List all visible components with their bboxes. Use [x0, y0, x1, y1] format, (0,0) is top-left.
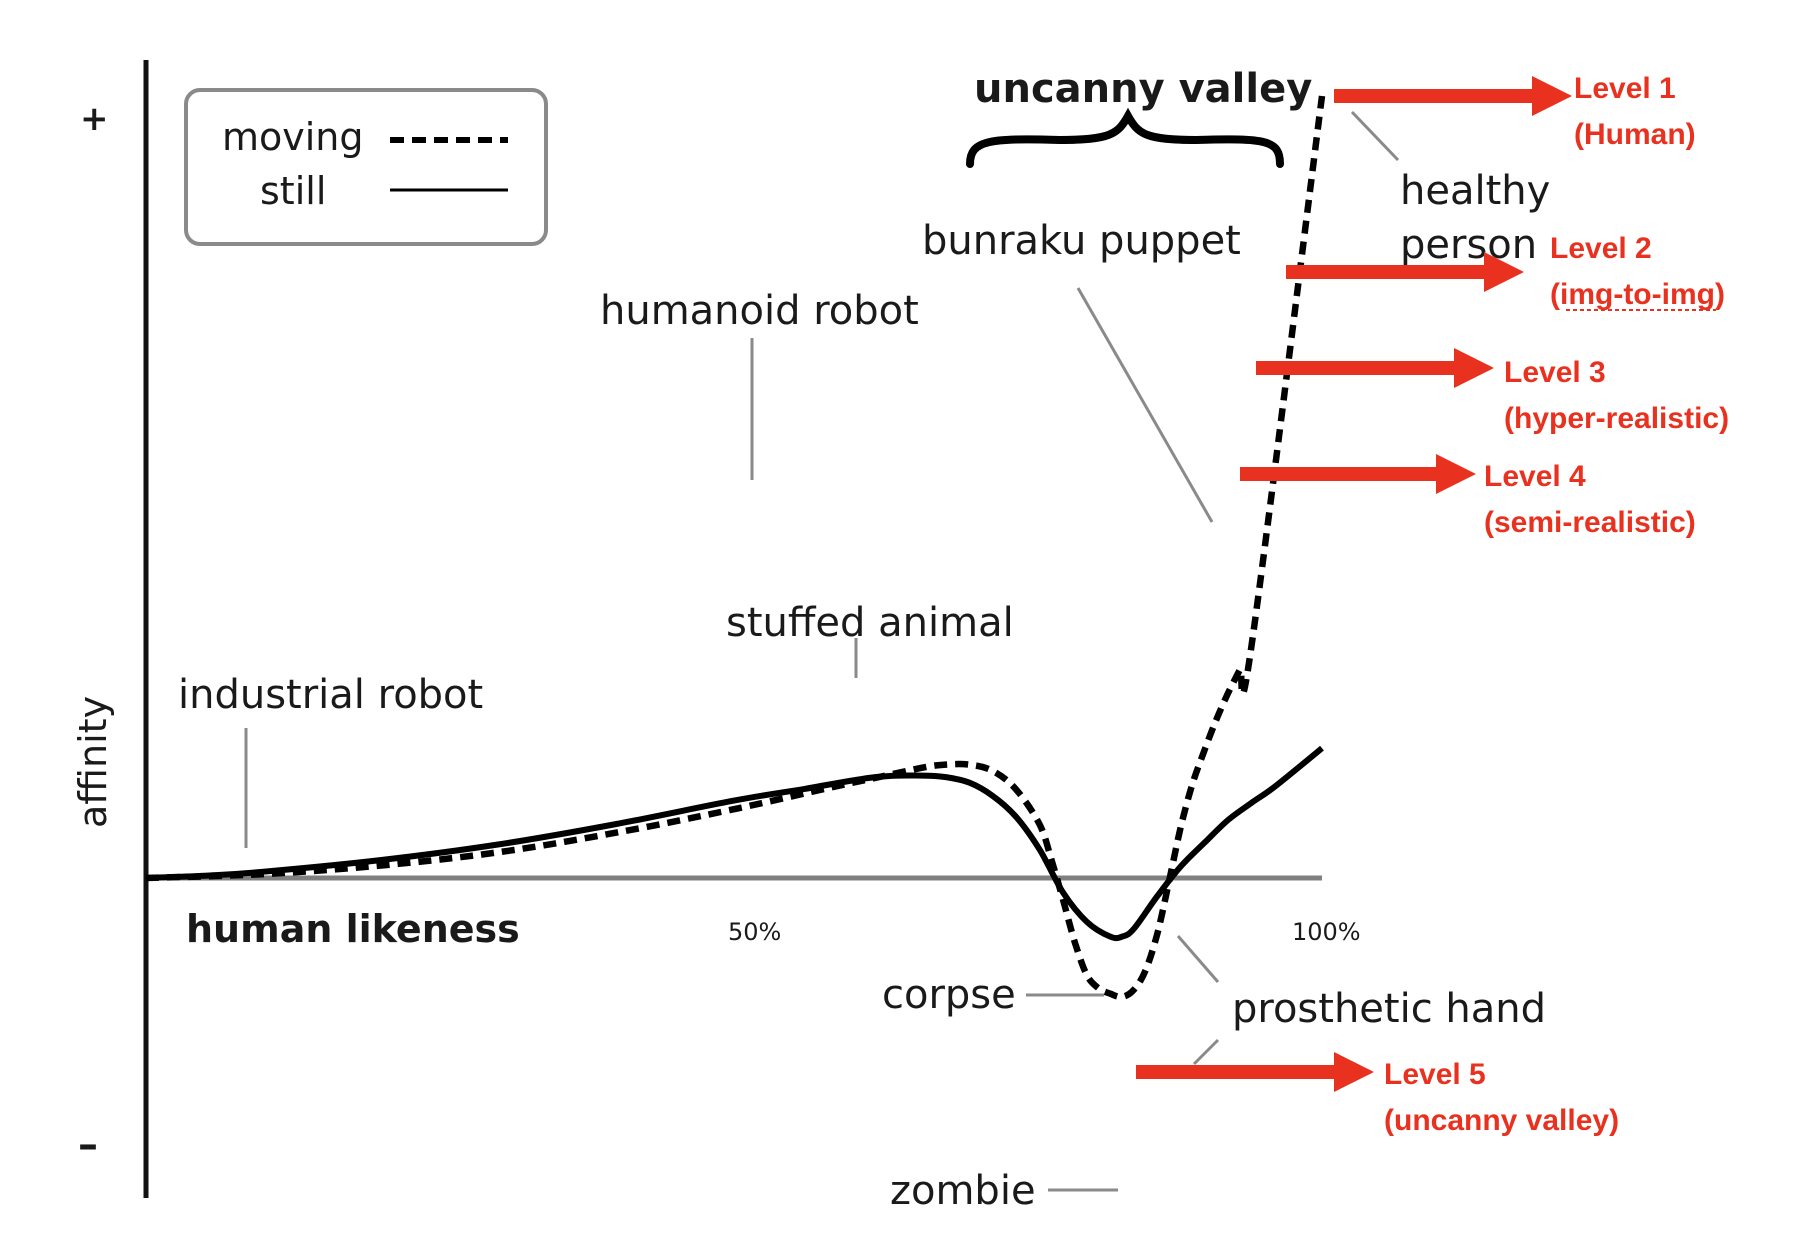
label-bunraku-puppet: bunraku puppet [922, 218, 1241, 264]
y-axis-label: affinity [71, 696, 115, 828]
level-arrows [1136, 76, 1572, 1092]
chart-title: uncanny valley [974, 66, 1312, 112]
curve-still [145, 745, 1324, 942]
label-industrial-robot: industrial robot [178, 672, 483, 718]
level-4-title: Level 4 [1484, 460, 1586, 493]
label-humanoid-robot: humanoid robot [600, 288, 919, 334]
arrow-level-5-head [1334, 1052, 1374, 1092]
label-person: person [1400, 222, 1537, 268]
level-4-subtitle: (semi-realistic) [1484, 506, 1696, 539]
y-plus-sign: + [80, 99, 109, 139]
level-1-title: Level 1 [1574, 72, 1676, 105]
x-tick-100: 100% [1292, 918, 1361, 946]
leader-healthy-person [1350, 110, 1400, 162]
level-3-subtitle: (hyper-realistic) [1504, 402, 1729, 435]
level-2-title: Level 2 [1550, 232, 1652, 265]
arrow-level-2-head [1484, 252, 1524, 292]
leader-prosthetic-lower [1192, 1038, 1220, 1066]
leader-lines [244, 110, 1400, 1192]
leader-bunraku-puppet [1076, 287, 1214, 523]
label-zombie: zombie [890, 1168, 1036, 1214]
legend-moving-label: moving [222, 115, 364, 159]
label-prosthetic-hand: prosthetic hand [1232, 986, 1546, 1032]
legend-box [184, 88, 548, 246]
curve-moving [145, 95, 1326, 1001]
label-corpse: corpse [882, 972, 1016, 1018]
label-healthy: healthy [1400, 168, 1550, 214]
arrow-level-4-head [1436, 454, 1476, 494]
label-stuffed-animal: stuffed animal [726, 600, 1014, 646]
level-5-title: Level 5 [1384, 1058, 1486, 1091]
legend-still-label: still [260, 169, 326, 213]
x-tick-50: 50% [728, 918, 781, 946]
level-2-subtitle: (img-to-img) [1550, 278, 1725, 311]
level-1-subtitle: (Human) [1574, 118, 1696, 151]
y-minus-sign: – [78, 1122, 98, 1168]
level-5-subtitle: (uncanny valley) [1384, 1104, 1619, 1137]
leader-prosthetic-upper [1176, 935, 1220, 983]
level-3-title: Level 3 [1504, 356, 1606, 389]
valley-brace [966, 107, 1284, 168]
arrow-level-3-head [1454, 348, 1494, 388]
x-axis-label: human likeness [186, 907, 520, 951]
arrow-level-1-head [1532, 76, 1572, 116]
